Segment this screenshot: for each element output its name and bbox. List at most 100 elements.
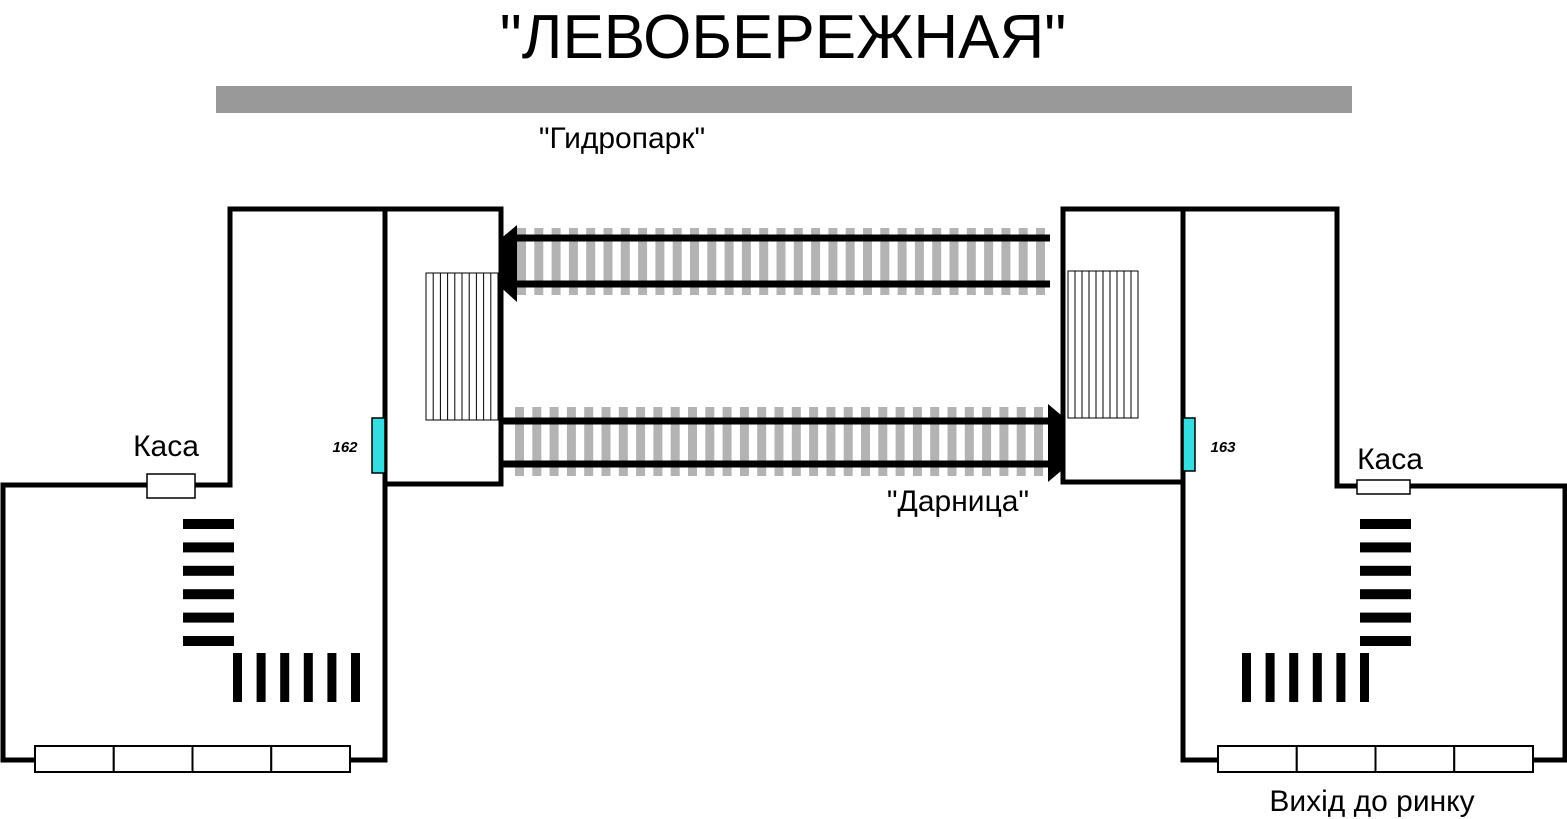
- track-tie: [722, 407, 732, 476]
- stair-step: [183, 519, 234, 529]
- track-tie: [534, 228, 544, 295]
- track-tie: [930, 407, 940, 476]
- turnstile: [233, 653, 242, 702]
- stairs-horizontal: [1360, 519, 1411, 646]
- stair-step: [183, 542, 234, 553]
- door: [1217, 745, 1298, 773]
- door: [191, 745, 273, 773]
- turnstiles: [1242, 653, 1369, 702]
- track-tie: [1034, 407, 1043, 476]
- track-tie: [774, 407, 784, 476]
- track-tie: [863, 228, 872, 295]
- cashier-window: [146, 473, 196, 499]
- track-tie: [964, 407, 974, 476]
- turnstile: [1242, 653, 1251, 702]
- door: [34, 745, 115, 773]
- station-title: "ЛЕВОБЕРЕЖНАЯ": [500, 3, 1066, 72]
- track-tie: [843, 407, 853, 476]
- turnstile: [280, 653, 290, 702]
- track-tie: [1001, 228, 1011, 295]
- track-tie: [828, 228, 838, 295]
- stair-step: [1360, 636, 1411, 646]
- turnstile: [1289, 653, 1299, 702]
- door: [1374, 745, 1456, 773]
- stair-step: [1360, 589, 1411, 600]
- stair-step: [1360, 565, 1411, 576]
- track-tie: [982, 407, 992, 476]
- turnstiles: [233, 653, 360, 702]
- track-tie: [1016, 407, 1026, 476]
- stair-step: [1360, 519, 1411, 529]
- track-tie: [705, 407, 715, 476]
- track-tie: [861, 407, 870, 476]
- track-tie: [584, 407, 594, 476]
- track-tie: [759, 228, 769, 295]
- escalator-marker-163: [1182, 417, 1196, 472]
- track-tie: [638, 228, 648, 295]
- door: [270, 745, 351, 773]
- track-tie: [880, 228, 890, 295]
- turnstile: [351, 653, 360, 702]
- stair-step: [183, 589, 234, 600]
- stair-step: [183, 612, 234, 623]
- track-ties: [515, 228, 1045, 476]
- direction-label-top: "Гидропарк": [539, 122, 705, 155]
- track-tie: [515, 407, 524, 476]
- left-escalator: [425, 272, 499, 421]
- track-tie: [724, 228, 734, 295]
- track-tie: [603, 228, 613, 295]
- track-tie: [845, 228, 855, 295]
- cashier-label: Каса: [1357, 443, 1423, 476]
- track-tie: [549, 407, 559, 476]
- turnstile: [1265, 653, 1275, 702]
- track-tie: [999, 407, 1009, 476]
- platform-bar: [216, 86, 1352, 113]
- turnstile: [1312, 653, 1322, 702]
- track-tie: [690, 228, 699, 295]
- turnstile: [1336, 653, 1346, 702]
- entrance-doors: [34, 745, 351, 773]
- track-tie: [739, 407, 749, 476]
- stairs-horizontal: [183, 519, 234, 646]
- cashier-window: [1356, 479, 1411, 495]
- track-tie: [932, 228, 942, 295]
- track-tie: [568, 228, 578, 295]
- track-tie: [672, 228, 682, 295]
- turnstile: [256, 653, 266, 702]
- door: [1453, 745, 1534, 773]
- track-tie: [914, 228, 924, 295]
- track-tie: [966, 228, 976, 295]
- escalator-marker-162: [371, 417, 386, 474]
- escalator-number: 163: [1210, 439, 1236, 456]
- stair-step: [183, 636, 234, 646]
- track-tie: [826, 407, 836, 476]
- track-tie: [551, 228, 561, 295]
- direction-label-bottom: "Дарница": [887, 485, 1029, 518]
- track-tie: [688, 407, 697, 476]
- door: [112, 745, 194, 773]
- stair-step: [183, 565, 234, 576]
- track-tie: [791, 407, 801, 476]
- track-tie: [636, 407, 646, 476]
- escalator-number: 162: [332, 439, 358, 456]
- track-tie: [517, 228, 526, 295]
- track-tie: [1018, 228, 1028, 295]
- exit-doors: [1217, 745, 1534, 773]
- track-tie: [741, 228, 751, 295]
- turnstile: [1360, 653, 1369, 702]
- stair-step: [1360, 542, 1411, 553]
- track-tie: [809, 407, 819, 476]
- exit-label: Вихід до ринку: [1269, 785, 1474, 818]
- cashier-label: Каса: [133, 430, 199, 463]
- turnstile: [303, 653, 313, 702]
- track-tie: [601, 407, 611, 476]
- track-tie: [811, 228, 821, 295]
- track-tie: [618, 407, 628, 476]
- right-escalator: [1067, 270, 1139, 419]
- track-tie: [895, 407, 905, 476]
- left-hall: 162 Каса: [0, 206, 504, 773]
- track-tie: [912, 407, 922, 476]
- track-tie: [655, 228, 665, 295]
- track-tie: [947, 407, 957, 476]
